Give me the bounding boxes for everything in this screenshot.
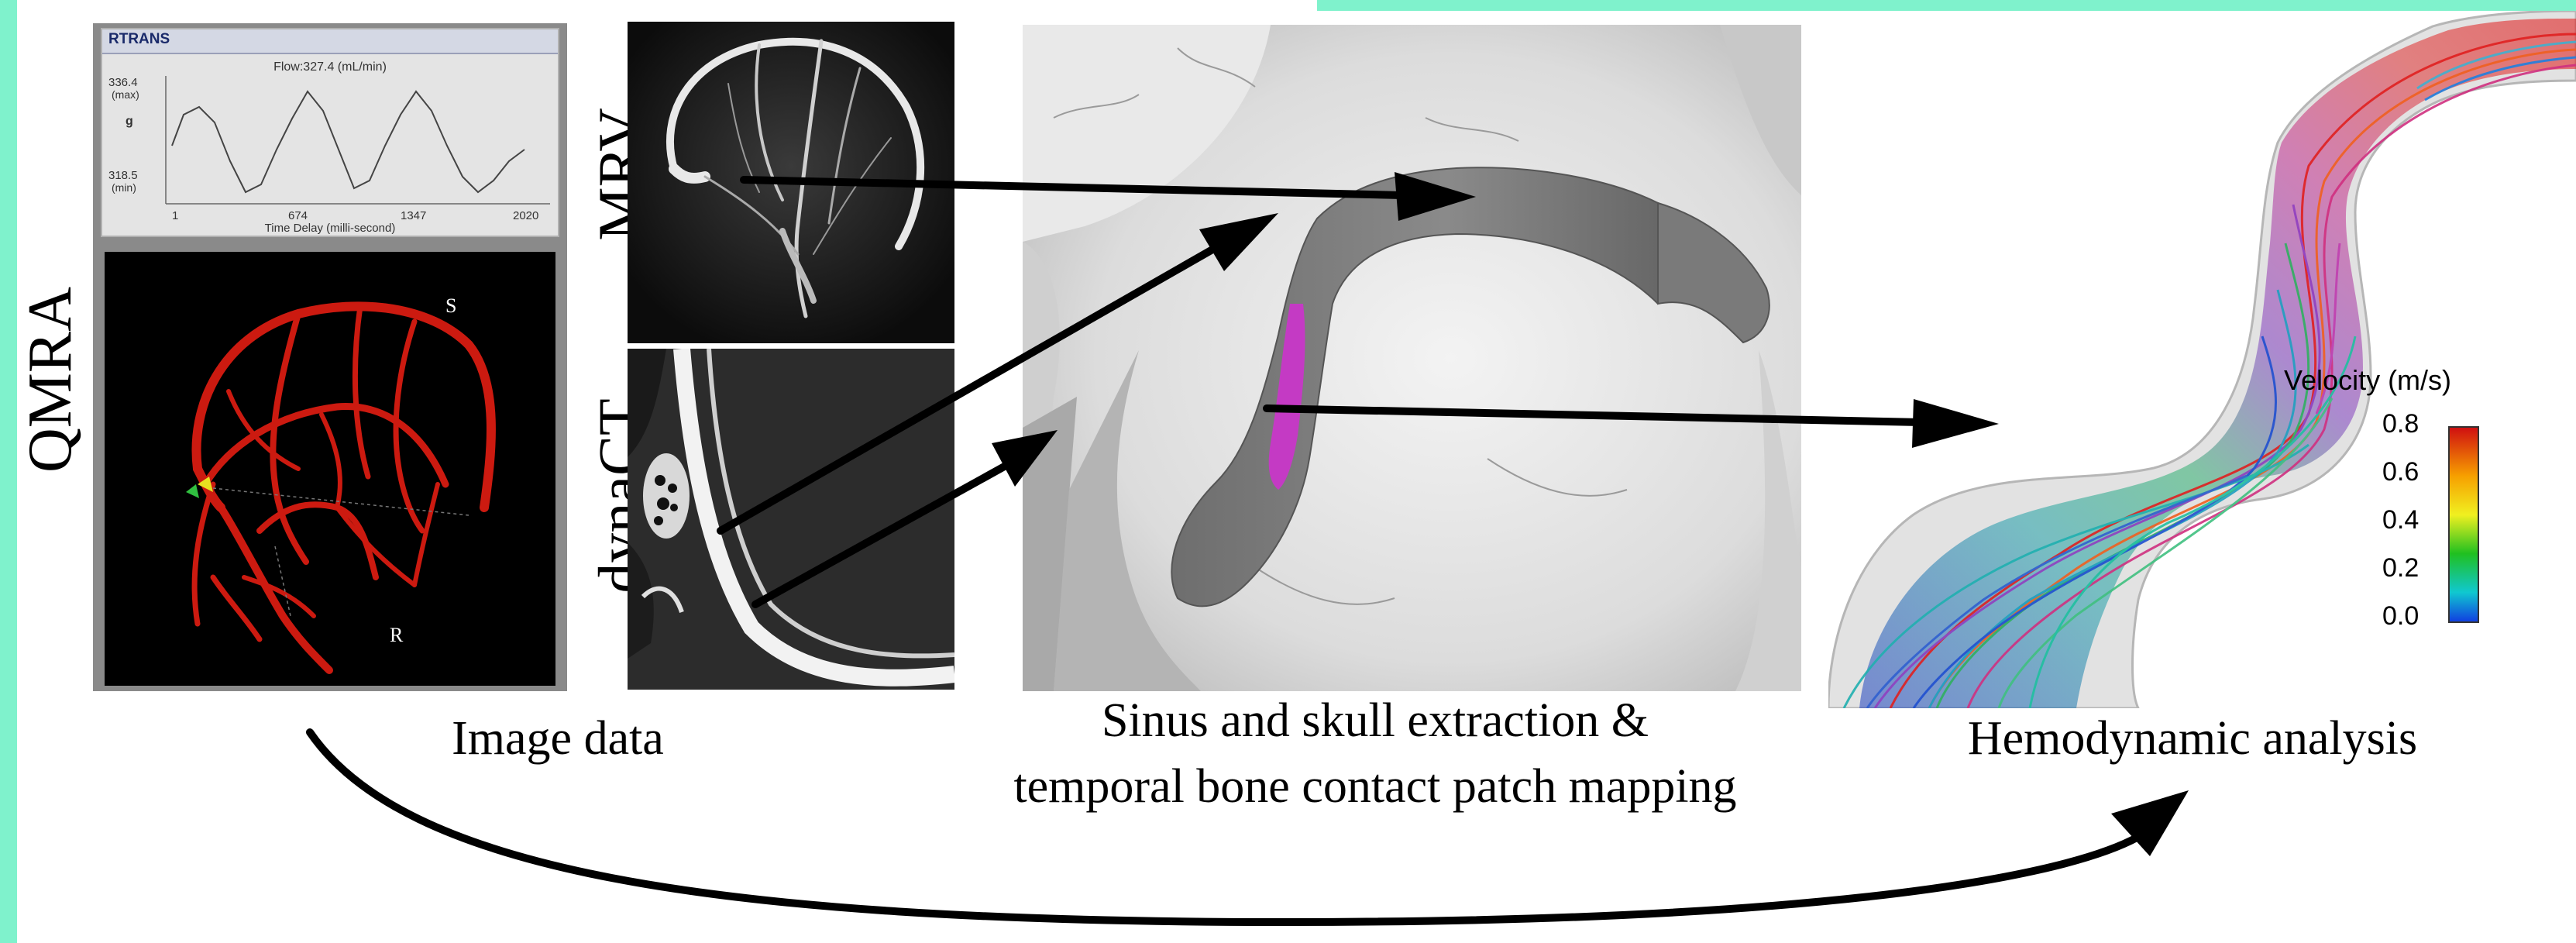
y-min-value: 318.5 (108, 169, 138, 182)
velocity-tick-0-4: 0.4 (2382, 505, 2419, 535)
caption-image-data: Image data (395, 711, 721, 766)
arrowhead-curved (2111, 790, 2189, 856)
top-accent-bar (1317, 0, 2576, 11)
mrv-graphic (628, 22, 954, 343)
y-max-value: 336.4 (108, 76, 138, 89)
y-min-tag: (min) (112, 181, 136, 194)
x-tick-4: 2020 (513, 209, 538, 222)
flow-waveform (164, 76, 552, 209)
caption-sinus-line1: Sinus and skull extraction & (968, 693, 1782, 749)
mrv-image (628, 22, 954, 343)
velocity-legend-title: Velocity (m/s) (2284, 364, 2451, 397)
qmra-label: QMRA (15, 302, 85, 473)
flow-title: Flow:327.4 (mL/min) (102, 60, 558, 74)
sinus-skull-render (1023, 25, 1801, 695)
orientation-label-r: R (390, 624, 403, 647)
flow-graph-header-text: RTRANS (108, 31, 170, 48)
left-accent-bar (0, 0, 17, 943)
x-tick-3: 1347 (401, 209, 426, 222)
x-axis-label: Time Delay (milli-second) (102, 222, 558, 235)
vessel-tree-graphic (105, 252, 555, 686)
skull-graphic (1023, 25, 1801, 695)
qmra-vessel-render: S R (105, 252, 555, 686)
caption-hemodynamic: Hemodynamic analysis (1906, 711, 2479, 766)
velocity-colorbar (2448, 426, 2479, 623)
flow-graph-header: RTRANS (102, 29, 558, 54)
caption-sinus-line2: temporal bone contact patch mapping (930, 759, 1821, 814)
velocity-tick-0-2: 0.2 (2382, 553, 2419, 583)
y-max-tag: (max) (112, 88, 139, 101)
dynact-image (628, 349, 954, 690)
velocity-tick-0-0: 0.0 (2382, 601, 2419, 632)
velocity-tick-0-6: 0.6 (2382, 457, 2419, 487)
orientation-label-s: S (445, 294, 456, 318)
velocity-tick-0-8: 0.8 (2382, 409, 2419, 439)
flow-graph-panel: RTRANS Flow:327.4 (mL/min) 336.4 (max) g… (101, 28, 559, 237)
marker-green (186, 484, 199, 498)
x-tick-1: 1 (172, 209, 178, 222)
dynact-graphic (628, 349, 954, 690)
x-tick-2: 674 (288, 209, 308, 222)
y-axis-symbol: g (126, 115, 133, 129)
